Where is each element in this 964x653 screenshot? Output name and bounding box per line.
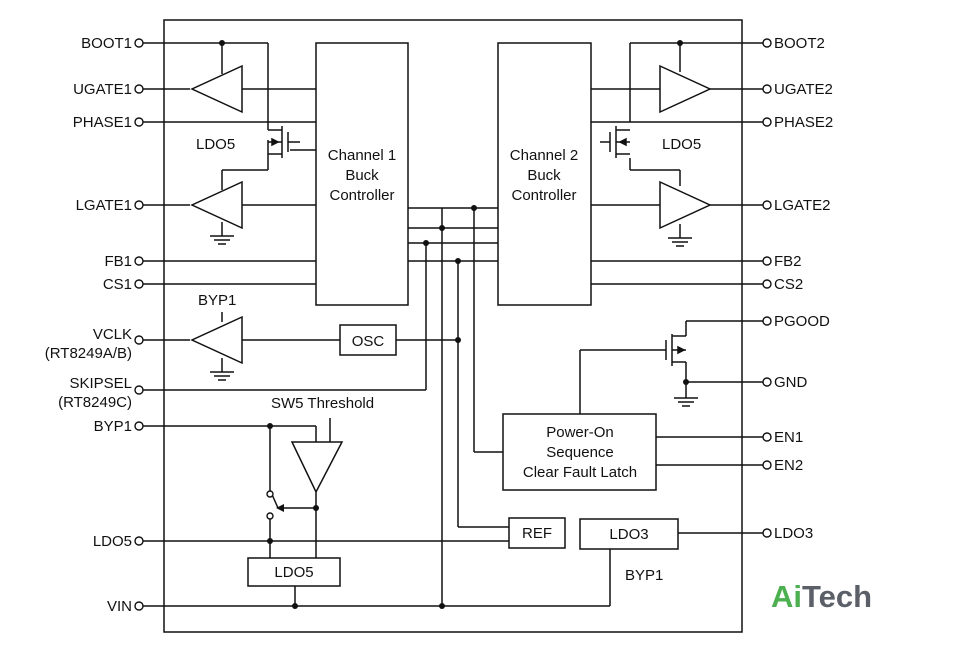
switch-contact-top [266, 490, 274, 498]
pin-ldo3: LDO3 [774, 525, 813, 542]
pin-boot2: BOOT2 [774, 35, 825, 52]
ugate1-driver [190, 64, 243, 114]
pin-en1: EN1 [774, 429, 803, 446]
pin-ugate2: UGATE2 [774, 81, 833, 98]
pin-vin: VIN [107, 598, 132, 615]
pin-terminals [134, 38, 772, 611]
pin-lgate2: LGATE2 [774, 197, 830, 214]
pin-gnd: GND [774, 374, 808, 391]
pin-pgood: PGOOD [774, 313, 830, 330]
pin-lgate1: LGATE1 [76, 197, 132, 214]
label-sw5-threshold: SW5 Threshold [271, 395, 374, 412]
vclk-buffer [190, 315, 243, 365]
pmos-right-icon [600, 126, 630, 158]
power-on-line1: Power-On [546, 424, 614, 441]
label-ldo5-left: LDO5 [196, 136, 235, 153]
ldo3-block [579, 518, 679, 550]
ref-label: REF [522, 525, 552, 542]
svg-text:AiTech: AiTech [771, 579, 872, 614]
pin-fb2: FB2 [774, 253, 802, 270]
lgate1-driver [190, 180, 243, 230]
osc-label: OSC [352, 333, 385, 350]
ch1-line1: Channel 1 [328, 147, 396, 164]
gate-drivers [190, 64, 712, 494]
power-on-line3: Clear Fault Latch [523, 464, 637, 481]
ldo5-label: LDO5 [274, 564, 313, 581]
ref-block [508, 517, 566, 549]
pin-vclk: VCLK [93, 326, 132, 343]
ch2-line2: Buck [527, 167, 561, 184]
wires [143, 42, 763, 607]
pin-byp1: BYP1 [94, 418, 132, 435]
aitech-logo: AiTech [771, 579, 872, 614]
pmos-left-icon [267, 122, 300, 158]
ldo5-block [247, 557, 341, 587]
ugate2-driver [659, 64, 712, 114]
pin-ldo5: LDO5 [93, 533, 132, 550]
pin-fb1: FB1 [104, 253, 132, 270]
lgate2-driver [659, 180, 712, 230]
ch2-controller-block [497, 42, 592, 306]
switch-contact-bottom [266, 512, 274, 520]
pin-en2: EN2 [774, 457, 803, 474]
chip-outline [163, 19, 743, 633]
ch2-line1: Channel 2 [510, 147, 578, 164]
pin-ugate1: UGATE1 [73, 81, 132, 98]
ground-symbols [210, 235, 698, 407]
ldo3-label: LDO3 [609, 526, 648, 543]
ch2-line3: Controller [511, 187, 576, 204]
label-byp1-top: BYP1 [198, 292, 236, 309]
pin-cs1: CS1 [103, 276, 132, 293]
pin-skipsel-note: (RT8249C) [58, 394, 132, 411]
osc-block [339, 324, 397, 356]
pin-phase2: PHASE2 [774, 114, 833, 131]
power-on-line2: Sequence [546, 444, 614, 461]
pin-phase1: PHASE1 [73, 114, 132, 131]
switch-arrow-icon [276, 504, 284, 512]
sw5-comparator [290, 441, 344, 494]
label-ldo5-right: LDO5 [662, 136, 701, 153]
label-byp1-bottom: BYP1 [625, 567, 663, 584]
pin-vclk-note: (RT8249A/B) [45, 345, 132, 362]
ch1-controller-block [315, 42, 409, 306]
ch1-line2: Buck [345, 167, 379, 184]
power-on-block [502, 413, 657, 491]
ch1-line3: Controller [329, 187, 394, 204]
pin-boot1: BOOT1 [81, 35, 132, 52]
junction-dots [219, 40, 689, 609]
pin-cs2: CS2 [774, 276, 803, 293]
pin-skipsel: SKIPSEL [69, 375, 132, 392]
pgood-nmos-icon [660, 334, 686, 366]
